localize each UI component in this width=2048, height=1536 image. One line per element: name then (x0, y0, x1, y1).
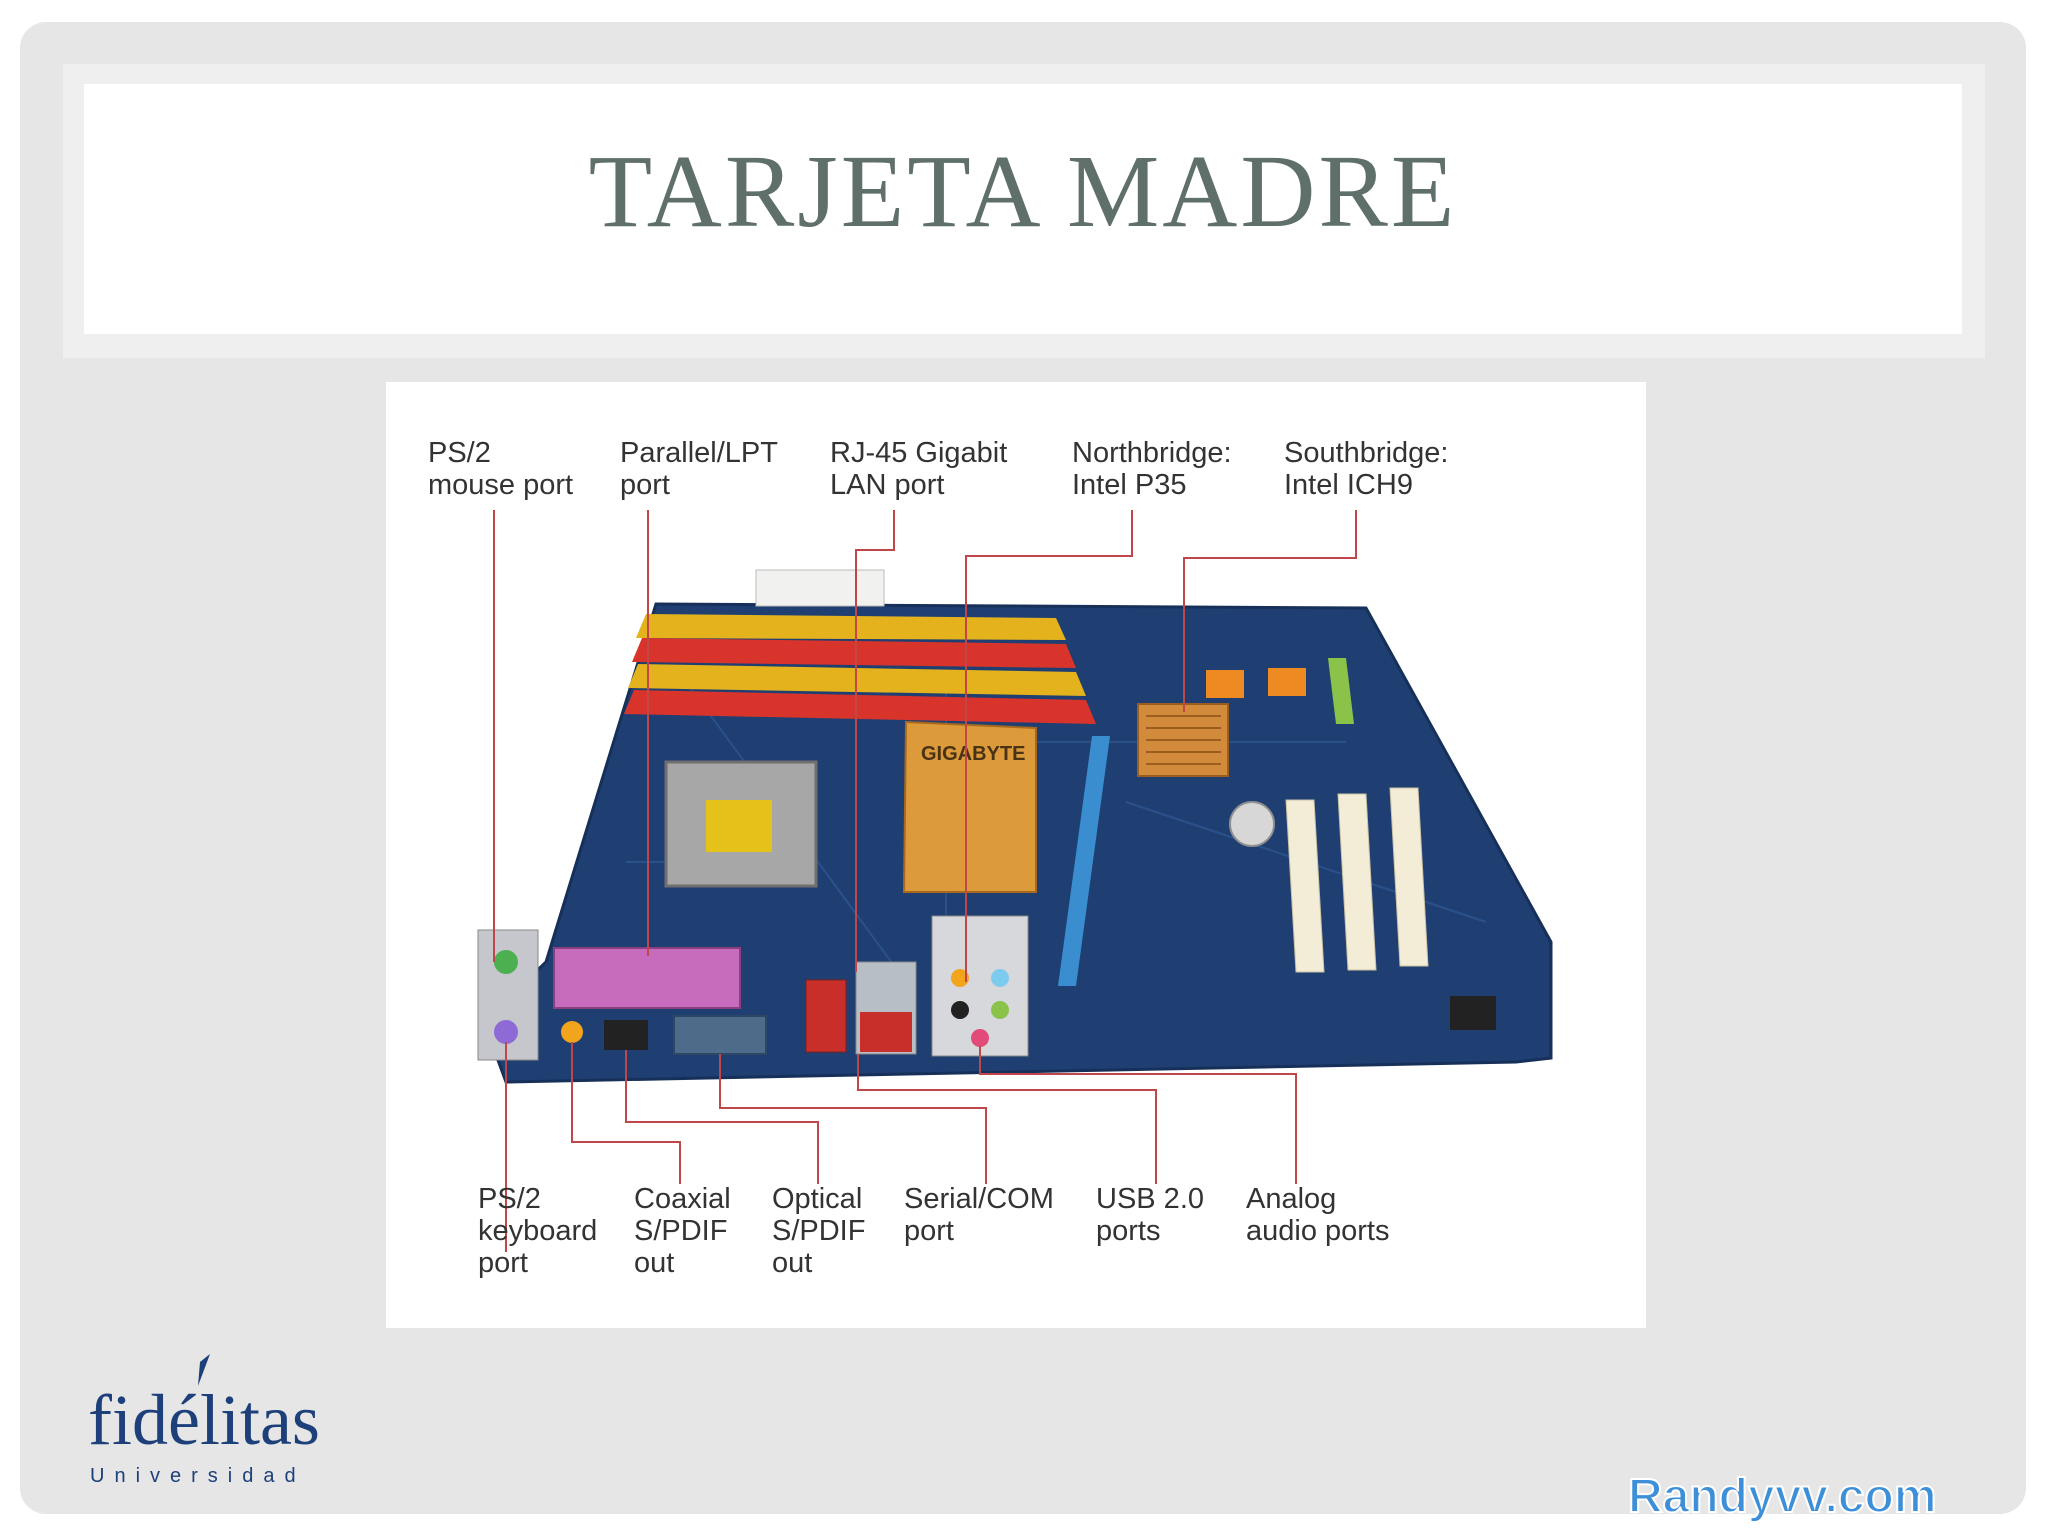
pcie-x16-slot (1058, 736, 1110, 986)
label-coaxial-line1: Coaxial (634, 1183, 731, 1215)
ram-slot-4 (624, 690, 1096, 724)
label-optical-line3: out (772, 1247, 812, 1279)
label-ps2-mouse-line2: mouse port (428, 469, 573, 501)
leader-optical (625, 1050, 819, 1184)
logo-subtext: Universidad (90, 1465, 306, 1487)
leader-usb (857, 1054, 1157, 1184)
label-usb-line2: ports (1096, 1215, 1160, 1247)
label-southbridge-line2: Intel ICH9 (1284, 469, 1413, 501)
leader-lines (493, 510, 1357, 1252)
label-optical-line2: S/PDIF (772, 1215, 865, 1247)
label-parallel-line2: port (620, 469, 670, 501)
usb-ports-lan (860, 1012, 912, 1052)
leader-serial (719, 1054, 987, 1184)
southbridge-chip (1450, 996, 1496, 1030)
label-rj45-line1: RJ-45 Gigabit (830, 437, 1007, 469)
motherboard-diagram: PS/2 mouse port Parallel/LPT port RJ-45 … (428, 437, 1553, 1279)
audio-jack-orange (951, 969, 969, 987)
label-southbridge-line1: Southbridge: (1284, 437, 1448, 469)
ram-slot-1 (636, 614, 1066, 640)
sata-connector-2 (1268, 668, 1306, 696)
audio-jack-green (991, 1001, 1009, 1019)
ps2-keyboard-connector (494, 1020, 518, 1044)
audio-jack-black (951, 1001, 969, 1019)
label-ps2-keyboard-line1: PS/2 (478, 1183, 541, 1215)
audio-jack-pink (971, 1029, 989, 1047)
board-brand-text: GIGABYTE (921, 743, 1025, 765)
coaxial-spdif-connector (561, 1021, 583, 1043)
power-connector (755, 569, 885, 607)
pci-slot-2 (1337, 793, 1377, 971)
chipset-heatsink (902, 720, 1037, 893)
leader-coaxial (571, 1042, 681, 1184)
parallel-port (553, 947, 741, 1009)
label-serial-line2: port (904, 1215, 954, 1247)
heatsink-fins (1146, 715, 1221, 765)
label-serial-line1: Serial/COM (904, 1183, 1054, 1215)
title-box (84, 84, 1962, 334)
label-usb-line1: USB 2.0 (1096, 1183, 1204, 1215)
motherboard-figure: PS/2 mouse port Parallel/LPT port RJ-45 … (386, 382, 1646, 1328)
pcie-x1-slot (1328, 658, 1354, 724)
pci-slot-1 (1285, 799, 1325, 973)
pci-slot-3 (1389, 787, 1429, 967)
leader-audio (979, 1046, 1297, 1184)
label-coaxial-line2: S/PDIF (634, 1215, 727, 1247)
label-audio-line2: audio ports (1246, 1215, 1390, 1247)
ps2-mouse-connector (494, 950, 518, 974)
label-optical-line1: Optical (772, 1183, 862, 1215)
logo-main-text: fidélitas (88, 1380, 320, 1460)
sata-connector-1 (1206, 670, 1244, 698)
label-parallel-line1: Parallel/LPT (620, 437, 778, 469)
watermark-logo: Randyvv.com (1628, 1469, 1938, 1524)
logo-accent-mark (198, 1354, 210, 1386)
serial-port (673, 1015, 767, 1055)
label-coaxial-line3: out (634, 1247, 674, 1279)
leader-rj45 (855, 510, 895, 972)
cmos-battery (1229, 801, 1275, 847)
usb-ports-left (805, 979, 847, 1053)
cpu-chip (706, 800, 772, 852)
leader-southbridge (1183, 510, 1357, 712)
label-ps2-keyboard-line2: keyboard (478, 1215, 597, 1247)
label-northbridge-line2: Intel P35 (1072, 469, 1186, 501)
label-ps2-mouse-line1: PS/2 (428, 437, 491, 469)
watermark-text: Randyvv.com (1628, 1470, 1937, 1523)
audio-jack-blue (991, 969, 1009, 987)
label-ps2-keyboard-line3: port (478, 1247, 528, 1279)
label-northbridge-line1: Northbridge: (1072, 437, 1232, 469)
slide-title: TARJETA MADRE (588, 134, 1458, 249)
fidelitas-logo: fidélitas Universidad (88, 1354, 320, 1487)
label-audio-line1: Analog (1246, 1183, 1336, 1215)
leader-northbridge (965, 510, 1133, 982)
label-rj45-line2: LAN port (830, 469, 944, 501)
optical-spdif-connector (604, 1020, 648, 1050)
